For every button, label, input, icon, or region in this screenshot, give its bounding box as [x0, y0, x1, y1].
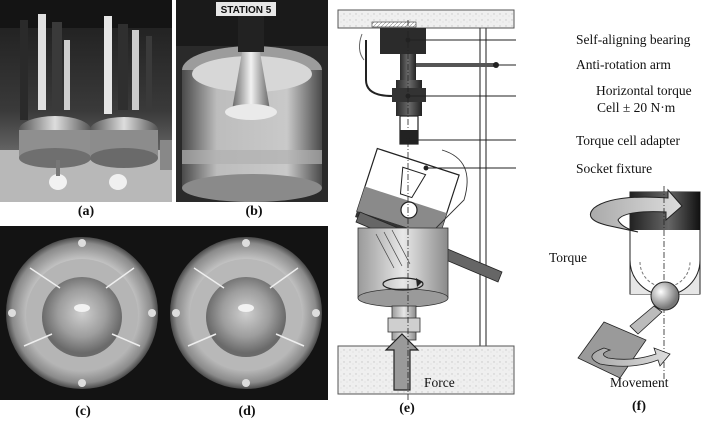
label-torque-cell-adapter: Torque cell adapter — [576, 133, 680, 148]
panel-label-d: (d) — [238, 404, 256, 419]
panel-label-f: (f) — [632, 399, 646, 414]
label-socket-fixture: Socket fixture — [576, 161, 653, 176]
label-horizontal-torque: Horizontal torque — [596, 83, 692, 98]
label-anti-rotation-arm: Anti-rotation arm — [576, 57, 671, 72]
panel-label-c: (c) — [75, 404, 91, 419]
station-sign: STATION 5 — [221, 5, 272, 16]
label-self-aligning-bearing: Self-aligning bearing — [576, 32, 691, 47]
photo-immersed-specimen: STATION 5 — [176, 0, 328, 202]
panel-label-a: (a) — [77, 204, 95, 219]
label-torque: Torque — [549, 250, 588, 265]
panel-label-e: (e) — [399, 401, 415, 416]
label-force: Force — [424, 375, 455, 390]
schematic-test-fixture — [336, 0, 516, 425]
detail-torque-movement — [542, 180, 711, 390]
photo-specimens-top-view — [0, 226, 328, 400]
label-torque-cell-range: Cell ± 20 N·m — [597, 100, 676, 115]
label-movement: Movement — [610, 375, 669, 390]
photo-test-stations — [0, 0, 172, 202]
panel-label-b: (b) — [245, 204, 263, 219]
